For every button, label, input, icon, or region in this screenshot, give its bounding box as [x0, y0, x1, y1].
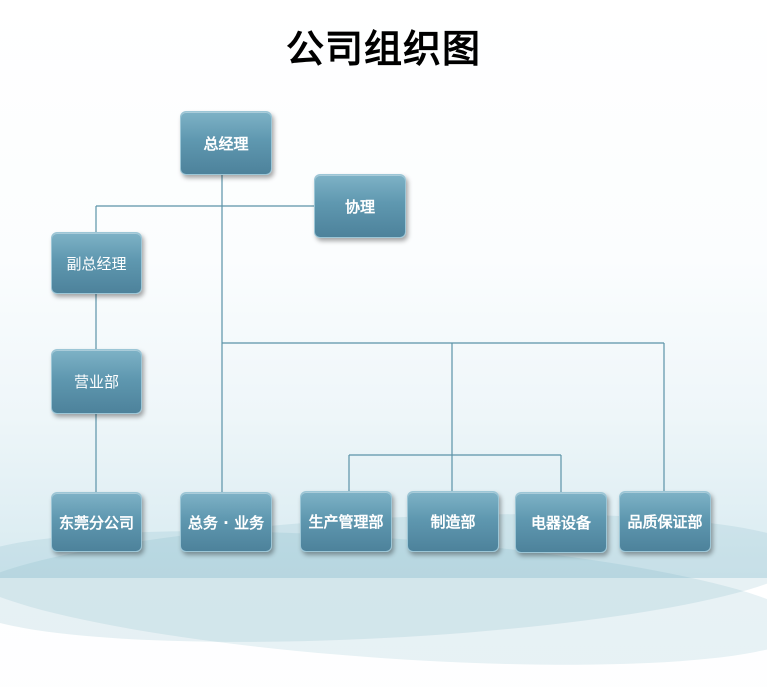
node-sales-dept: 营业部 — [51, 349, 142, 414]
node-assistant: 协理 — [314, 174, 406, 238]
page-title: 公司组织图 — [285, 27, 481, 71]
node-general-affairs-business: 总务 · 业务 — [180, 492, 272, 552]
node-quality-assurance: 品质保证部 — [619, 491, 711, 552]
node-dongguan-branch: 东莞分公司 — [51, 492, 142, 552]
connector-lines — [95, 175, 665, 492]
node-general-manager: 总经理 — [180, 111, 272, 175]
node-production-management: 生产管理部 — [300, 491, 392, 552]
node-manufacturing: 制造部 — [407, 491, 499, 552]
node-electrical-equipment: 电器设备 — [515, 492, 607, 553]
node-deputy-general-manager: 副总经理 — [51, 232, 142, 294]
